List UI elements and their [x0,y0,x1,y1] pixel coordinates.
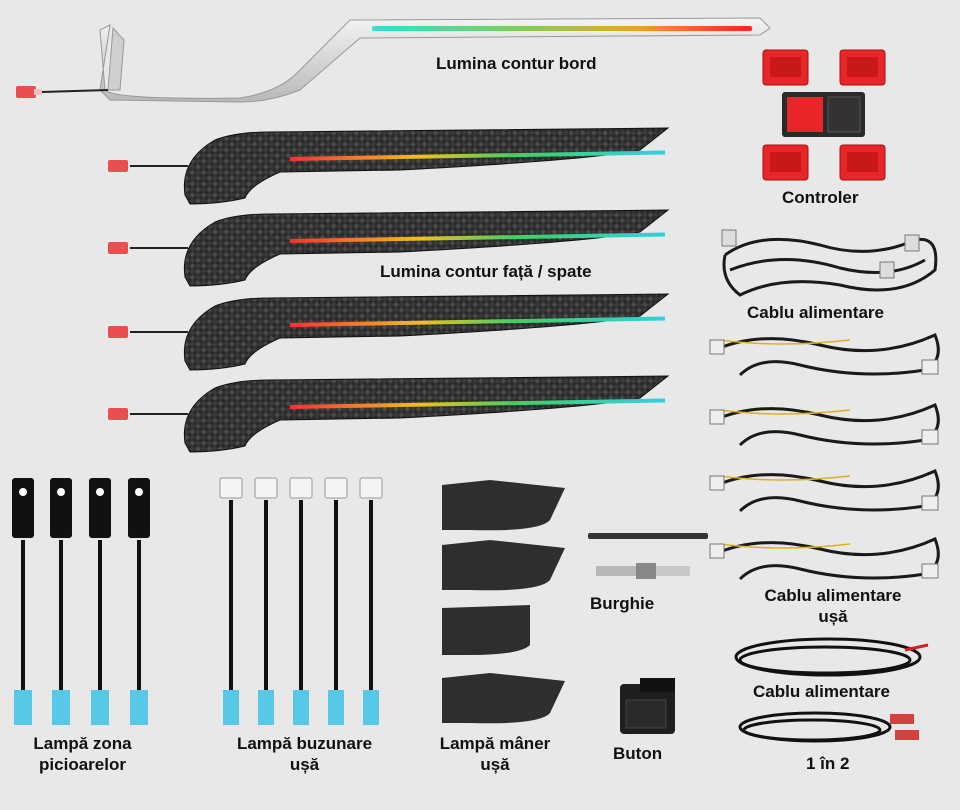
label-door-power-cable-line2: ușă [818,607,848,626]
label-door-power-cable-line1: Cablu alimentare [764,586,902,605]
power-cable-coil [734,637,929,677]
label-pocket-lamp: Lampă buzunare ușă [222,733,387,775]
label-foot-lamp-line2: picioarelor [39,755,126,774]
label-power-cable-2: Cablu alimentare [753,682,890,701]
label-controller: Controler [782,188,859,207]
connector-icon [16,86,36,98]
button-switch [620,678,675,734]
label-foot-lamp: Lampă zona picioarelor [10,733,155,775]
label-power-cable: Cablu alimentare [747,303,884,322]
pocket-lamps [219,477,383,725]
label-handle-lamp: Lampă mâner ușă [425,733,565,775]
label-handle-lamp-line2: ușă [480,755,510,774]
label-drill: Burghie [590,594,655,613]
front-rear-light-strips [108,127,670,453]
label-foot-lamp-line1: Lampă zona [33,734,132,753]
foot-lamps [12,478,150,725]
dashboard-light-strip [16,17,771,103]
label-dashboard-light: Lumina contur bord [436,54,597,73]
label-pocket-lamp-line2: ușă [289,755,320,774]
label-front-rear-light: Lumina contur față / spate [380,262,592,281]
door-power-cables [709,332,940,581]
controller-unit [762,49,886,181]
drill-bits [588,533,708,579]
label-pocket-lamp-line1: Lampă buzunare [236,734,373,753]
label-button: Buton [613,744,663,763]
label-handle-lamp-line1: Lampă mâner [439,734,551,753]
splitter-cable [738,711,919,743]
label-splitter: 1 în 2 [806,754,850,773]
label-door-power-cable: Cablu alimentare ușă [753,585,913,627]
handle-lamps [442,480,565,724]
power-cable-harness [721,229,938,297]
